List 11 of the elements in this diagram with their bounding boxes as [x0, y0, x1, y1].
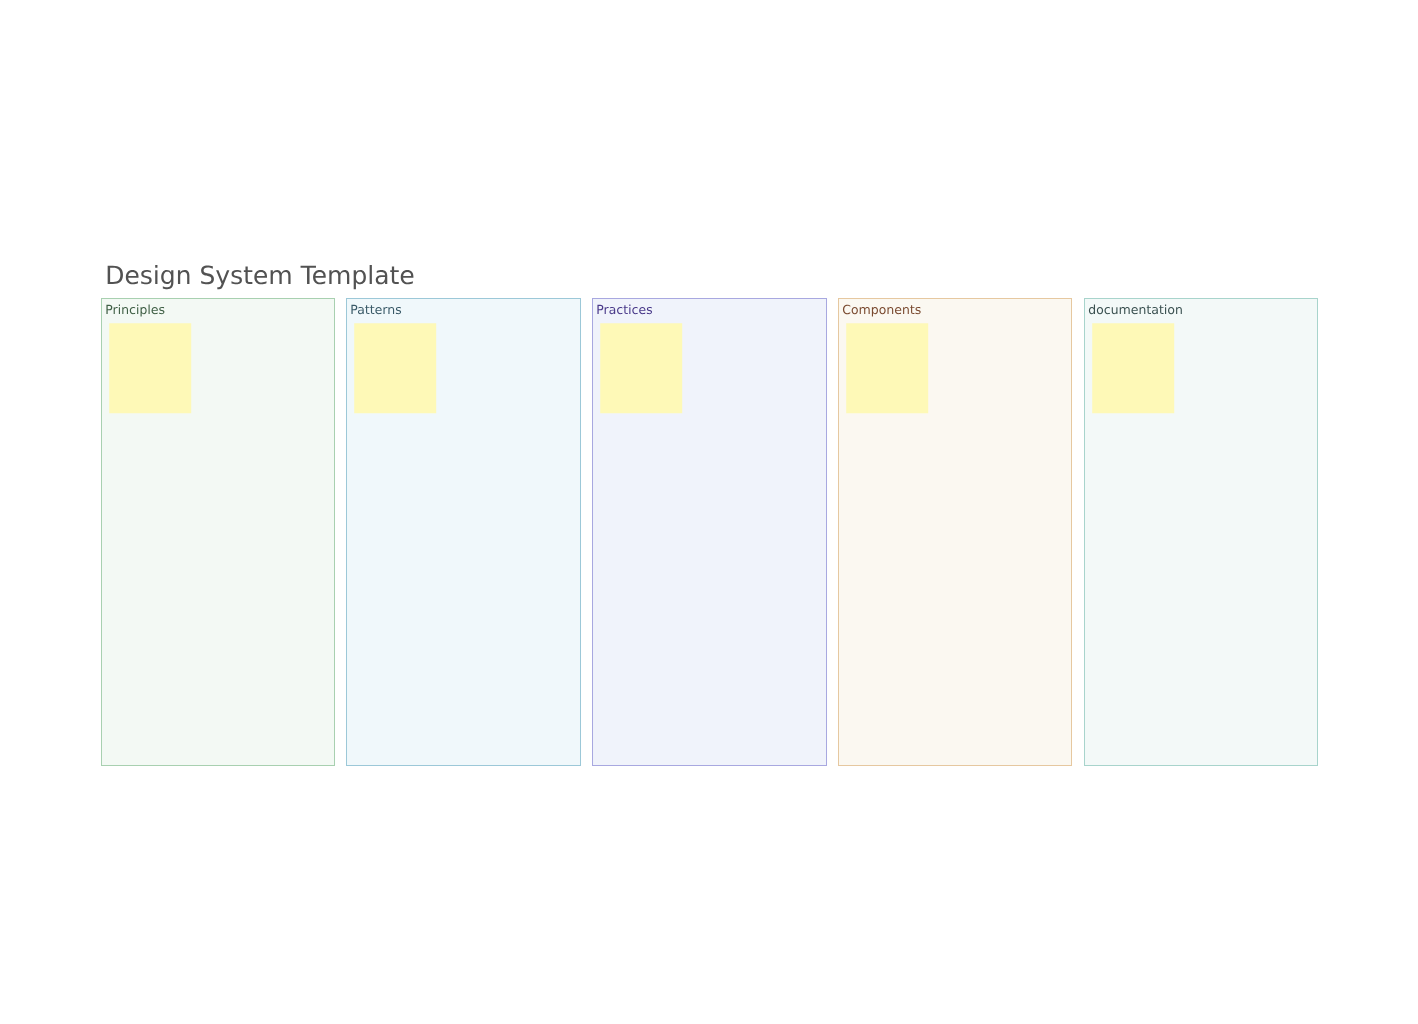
sticky-note [600, 323, 683, 414]
sticky-note [1092, 323, 1175, 414]
column-panel: Principles [101, 298, 335, 766]
column-panel: Practices [592, 298, 827, 766]
column-panel: Components [838, 298, 1072, 766]
title: Design System Template [107, 265, 414, 290]
column-panel: Patterns [346, 298, 581, 766]
sticky-note [354, 323, 437, 414]
sticky-note [109, 323, 192, 414]
column-panel: documentation [1084, 298, 1318, 766]
sticky-note [846, 323, 929, 414]
